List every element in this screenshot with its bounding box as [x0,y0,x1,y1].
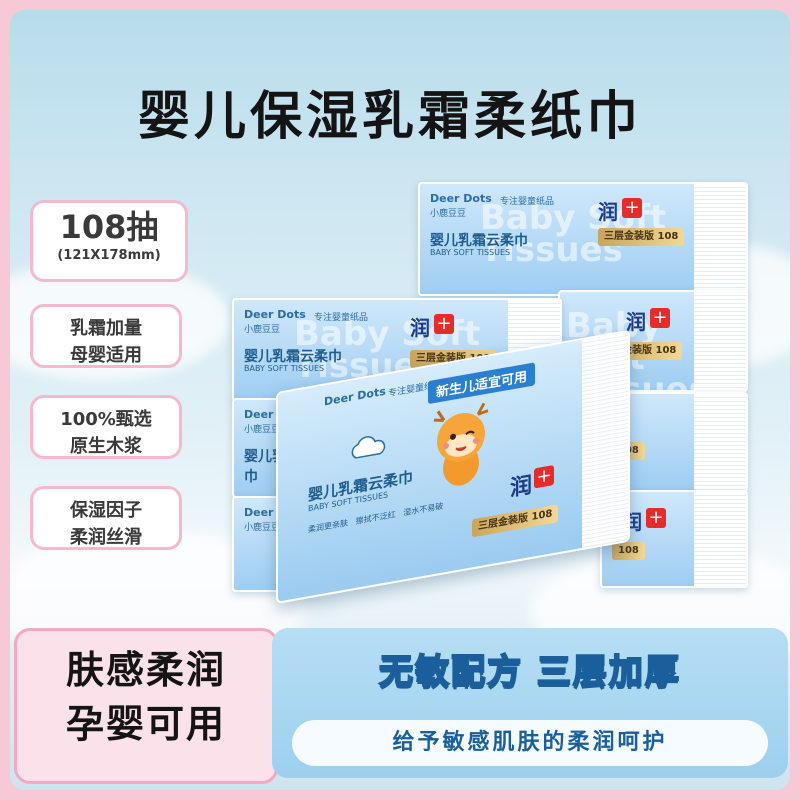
gold-badge: 三层金装版 108 [472,504,559,538]
feature-line: 柔润丝滑 [70,527,142,548]
benefit-label: 湿水不易破 [403,501,444,518]
feature-line: 100%甄选 [60,409,152,430]
sheet-size: (121X178mm) [57,248,161,263]
pack-brand: Deer Dots [324,384,386,409]
pack-brand: Deer Dots [430,192,492,205]
run-mark: 润 [598,200,618,224]
tissue-edge [694,184,746,294]
run-mark: 润 [410,316,430,340]
formula-banner: 无敏配方 三层加厚 给予敏感肌肤的柔润呵护 [272,628,788,778]
pack-name: 婴儿乳霜云柔巾 [244,349,342,365]
feature-line: 母婴适用 [70,345,142,366]
pack-brand-cn: 小鹿豆豆 [244,425,281,435]
gold-badge: 108 [612,542,645,560]
newborn-ribbon: 新生儿适宜可用 [428,362,536,405]
skin-feel-banner: 肤感柔润 孕婴可用 [14,628,278,784]
tissue-edge [694,394,746,490]
plus-icon: + [650,308,670,328]
cloud-icon [351,436,386,459]
feature-line: 原生木浆 [70,436,142,457]
tissue-pack: Baby Soft Tissues Deer Dots 小鹿豆豆 专注婴童纸品 … [418,182,748,296]
plus-icon: + [622,198,642,218]
front-tissue-pack: Deer Dots 专注婴童纸品 新生儿适宜可用 婴儿乳霜云柔巾 BABY SO… [276,329,630,604]
feature-card: 乳霜加量 母婴适用 [30,304,182,368]
feature-card: 100%甄选 原生木浆 [30,395,182,459]
tissue-edge [694,492,746,586]
feature-line: 保湿因子 [70,500,142,521]
pack-name-en: BABY SOFT TISSUES [430,248,511,257]
pack-name: 婴儿乳霜云柔巾 [430,233,528,249]
benefit-label: 柔润更亲肤 [308,518,348,535]
pack-brand: Deer Dots [244,308,306,321]
pack-brand-cn: 小鹿豆豆 [430,209,467,219]
pack-name-en: BABY SOFT TISSUES [244,364,325,373]
care-slogan: 给予敏感肌肤的柔润呵护 [292,720,768,766]
banner-line: 孕婴可用 [65,702,226,746]
tissue-edge [694,292,746,390]
run-mark: 润 [626,310,646,334]
plus-icon: + [534,464,554,489]
formula-title: 无敏配方 三层加厚 [378,651,681,693]
pack-brand-cn: 小鹿豆豆 [244,325,281,335]
feature-line: 乳霜加量 [70,318,142,339]
benefit-label: 擦拭不泛红 [355,509,396,526]
run-mark: 润 [510,472,533,502]
plus-icon: + [434,314,454,334]
gold-badge: 三层金装版 108 [598,228,685,246]
pack-brand-cn: 小鹿豆豆 [244,523,281,533]
pack-tag: 专注婴童纸品 [314,313,369,323]
sheet-count: 108抽 [59,208,159,246]
product-title: 婴儿保湿乳霜柔纸巾 [137,87,642,147]
feature-card: 保湿因子 柔润丝滑 [30,486,182,550]
tissue-edge [582,331,628,549]
plus-icon: + [646,508,666,528]
sheet-count-card: 108抽 (121X178mm) [30,200,188,282]
banner-line: 肤感柔润 [65,648,226,692]
pack-tag: 专注婴童纸品 [500,197,555,207]
deer-mascot-icon [433,402,489,486]
